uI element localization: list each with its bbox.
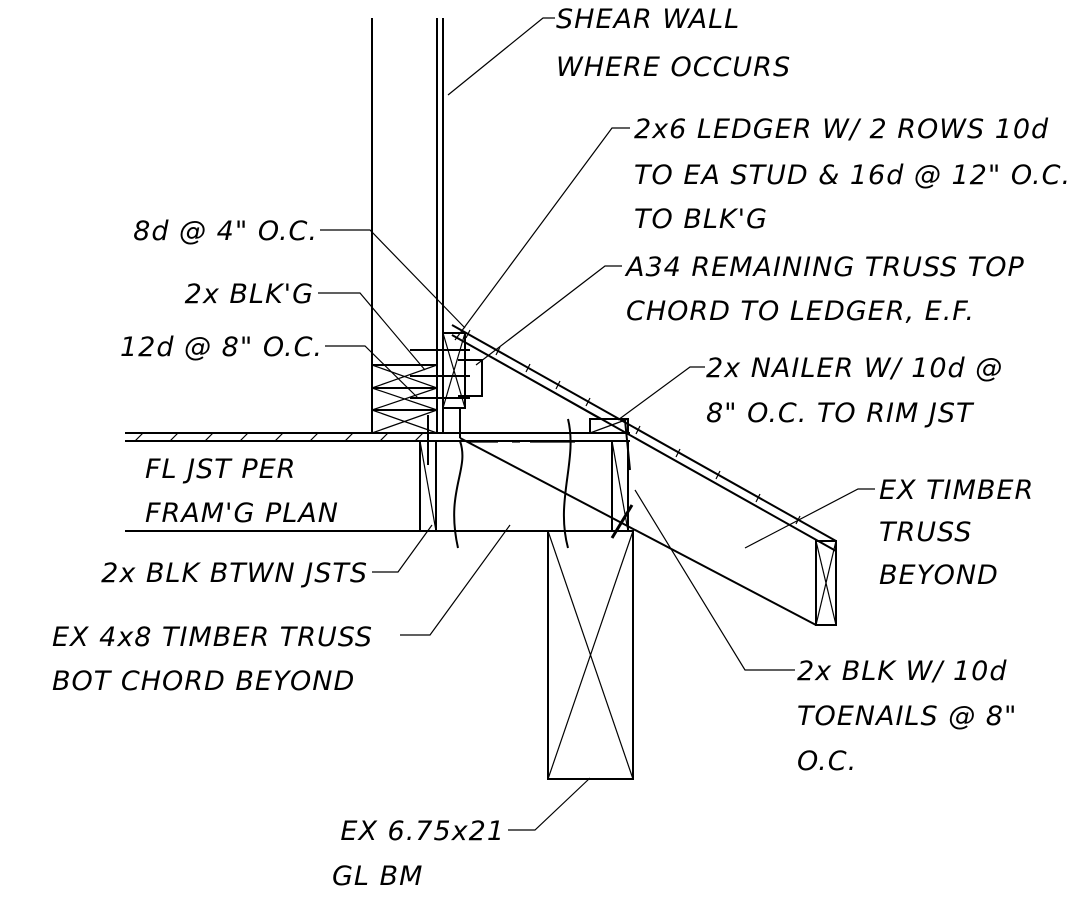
label-line: 2x6 LEDGER W/ 2 ROWS 10d: [634, 114, 1049, 145]
leader-4x8: [400, 524, 511, 636]
break-lines: [453, 418, 572, 549]
toenails: [610, 419, 634, 539]
label-line: WHERE OCCURS: [556, 52, 791, 83]
a34-clip: [458, 359, 483, 397]
ledger-nails: [410, 349, 470, 399]
label-line: CHORD TO LEDGER, E.F.: [626, 296, 975, 327]
leader-gl-bm: [508, 777, 591, 831]
label-line: 2x BLK W/ 10d: [797, 656, 1007, 687]
label-nail-8d: 8d @ 4" O.C.: [133, 216, 318, 247]
wall-stud: [371, 18, 438, 433]
label-line: TRUSS: [879, 517, 972, 548]
label-line: O.C.: [797, 746, 857, 777]
label-gl-bm: EX 6.75x21 GL BM: [332, 816, 505, 892]
label-fl-jst: FL JST PER FRAM'G PLAN: [145, 454, 339, 529]
label-ex-timber-truss: EX TIMBER TRUSS BEYOND: [879, 475, 1034, 591]
label-ex-4x8: EX 4x8 TIMBER TRUSS BOT CHORD BEYOND: [52, 622, 373, 697]
label-line: 2x BLK'G: [185, 279, 314, 310]
leader-nailer: [617, 366, 705, 421]
leader-toenails: [634, 489, 795, 671]
truss-top-chord: [451, 324, 837, 552]
label-line: EX TIMBER: [879, 475, 1034, 506]
floor-sheathing-hatch: [134, 432, 424, 442]
truss-sheathing-hatch: [465, 329, 801, 525]
label-line: FL JST PER: [145, 454, 296, 485]
label-line: TO BLK'G: [634, 204, 768, 235]
label-ledger: 2x6 LEDGER W/ 2 ROWS 10d TO EA STUD & 16…: [634, 114, 1071, 235]
leader-ex-timber: [744, 488, 875, 549]
label-line: 12d @ 8" O.C.: [120, 332, 323, 363]
label-line: FRAM'G PLAN: [145, 498, 339, 529]
label-nail-12d: 12d @ 8" O.C.: [120, 332, 323, 363]
glulam-beam: [547, 530, 634, 780]
label-blkg-2x: 2x BLK'G: [185, 279, 314, 310]
label-nailer: 2x NAILER W/ 10d @ 8" O.C. TO RIM JST: [706, 353, 1003, 429]
label-a34: A34 REMAINING TRUSS TOP CHORD TO LEDGER,…: [624, 252, 1025, 327]
leader-ledger: [454, 127, 630, 341]
leader-shear-wall: [447, 17, 555, 96]
label-blk-toenails: 2x BLK W/ 10d TOENAILS @ 8" O.C.: [797, 656, 1017, 777]
label-line: TO EA STUD & 16d @ 12" O.C.: [634, 160, 1071, 191]
label-line: 8" O.C. TO RIM JST: [706, 398, 975, 429]
label-line: SHEAR WALL: [556, 4, 740, 35]
leader-blk-btwn: [372, 524, 433, 573]
label-line: EX 4x8 TIMBER TRUSS: [52, 622, 373, 653]
leader-8d: [320, 229, 466, 329]
label-line: 2x BLK BTWN JSTS: [101, 558, 368, 589]
label-shear-wall: SHEAR WALL WHERE OCCURS: [556, 4, 791, 83]
label-line: TOENAILS @ 8": [797, 701, 1017, 732]
leader-blkg: [318, 292, 426, 371]
label-line: 2x NAILER W/ 10d @: [706, 353, 1003, 384]
nailer-2x: [589, 418, 629, 434]
floor-sheathing: [125, 432, 630, 442]
label-line: A34 REMAINING TRUSS TOP: [624, 252, 1025, 283]
label-blk-btwn: 2x BLK BTWN JSTS: [101, 558, 368, 589]
label-line: BEYOND: [879, 560, 999, 591]
leader-12d: [325, 345, 419, 399]
label-line: EX 6.75x21: [340, 816, 505, 847]
label-line: 8d @ 4" O.C.: [133, 216, 318, 247]
leader-a34: [475, 265, 622, 366]
label-line: GL BM: [332, 861, 423, 892]
label-line: BOT CHORD BEYOND: [52, 666, 355, 697]
